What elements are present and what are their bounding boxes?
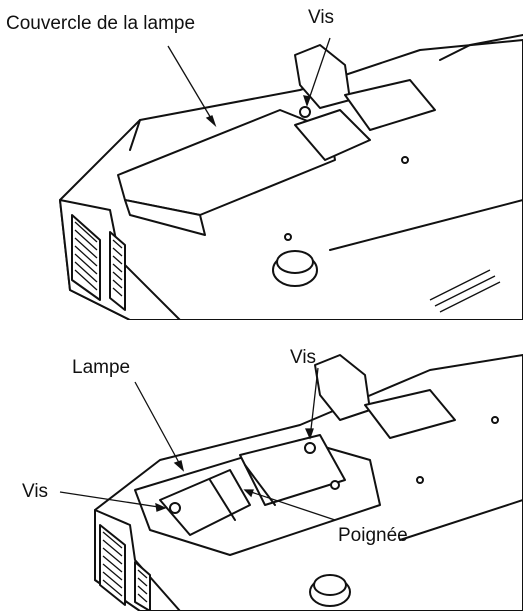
screw-top-leader	[309, 367, 319, 439]
label-screw-top: Vis	[290, 347, 317, 368]
screw-left-leader	[59, 491, 166, 509]
screw-top	[304, 442, 316, 454]
control-panel	[294, 109, 371, 161]
lamp-housing	[239, 434, 346, 506]
lamp-unit	[159, 469, 251, 536]
screw-pillar	[314, 354, 371, 421]
lamp-cover-diagram: Couvercle de la lampe Vis	[6, 7, 523, 320]
handle-leader	[244, 489, 336, 521]
screw-left	[169, 502, 181, 514]
vent-right	[109, 231, 126, 311]
label-handle: Poignée	[338, 525, 408, 546]
label-screw: Vis	[308, 7, 335, 28]
lamp-leader	[134, 381, 184, 471]
lamp-replacement-diagram: Lampe Vis Vis Poignée	[0, 330, 523, 611]
label-lamp-cover: Couvercle de la lampe	[6, 13, 196, 34]
label-lamp: Lampe	[72, 357, 131, 378]
label-screw-left: Vis	[22, 481, 49, 502]
projector-underside-drawing	[59, 34, 523, 320]
vent-right	[134, 561, 151, 611]
lamp-cover-leader	[167, 45, 216, 126]
screw-leader	[306, 37, 331, 106]
projector-open-drawing	[59, 354, 523, 611]
